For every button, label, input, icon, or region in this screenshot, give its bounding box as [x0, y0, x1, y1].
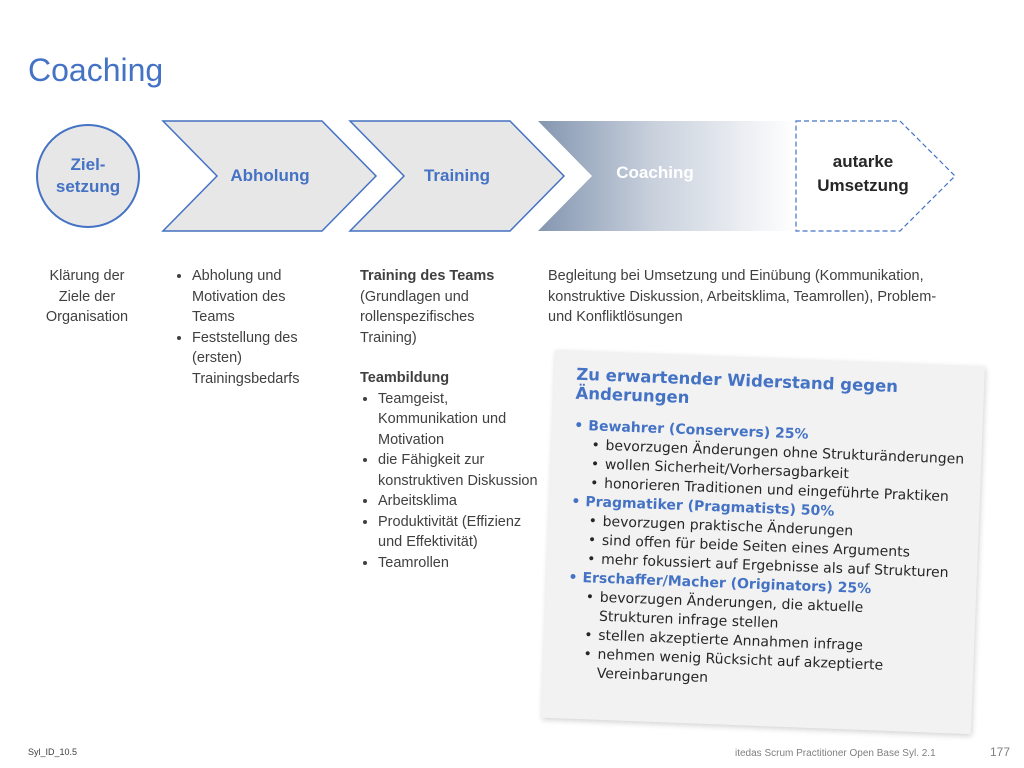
- col1-line2: Ziele der: [58, 288, 116, 305]
- slide-title: Coaching: [28, 52, 164, 88]
- col-abholung-text: Abholung und Motivation des Teams Festst…: [174, 266, 324, 389]
- process-chevrons: [161, 120, 956, 232]
- chevron-autarke-umsetzung: [795, 120, 956, 232]
- step4-line2: Umsetzung: [817, 176, 909, 195]
- footer-syllabus-id: Syl_ID_10.5: [28, 747, 78, 757]
- footer-source: itedas Scrum Practitioner Open Base Syl.…: [735, 748, 936, 759]
- col1-line3: Organisation: [45, 309, 129, 325]
- list-item: Produktivität (Effizienz und Effektivitä…: [378, 512, 538, 553]
- list-item: Abholung und Motivation des Teams: [192, 266, 324, 328]
- step-label-autarke-umsetzung: autarke Umsetzung: [800, 150, 926, 198]
- col3-heading-training: Training des Teams: [360, 268, 495, 284]
- list-item: Teamrollen: [378, 553, 538, 574]
- step-label-coaching: Coaching: [616, 163, 694, 182]
- process-step-zielsetzung: Ziel- setzung: [36, 124, 140, 228]
- chevron-training: [348, 120, 566, 232]
- chevron-coaching: [538, 121, 796, 231]
- list-item: Teamgeist, Kommunikation und Motivation: [378, 389, 538, 451]
- chevron-abholung: [161, 120, 378, 232]
- col-coaching-text: Begleitung bei Umsetzung und Einübung (K…: [548, 268, 937, 325]
- step4-line1: autarke: [832, 152, 894, 171]
- resistance-heading: Zu erwartender Widerstand gegen Änderung…: [575, 364, 899, 408]
- col3-heading-teambildung: Teambildung: [360, 370, 450, 386]
- col3-list: Teamgeist, Kommunikation und Motivation …: [360, 389, 538, 574]
- step-label-training: Training: [423, 166, 491, 185]
- col3-training-description: (Grundlagen und rollenspezifisches Train…: [360, 288, 475, 346]
- circle-label-line1: Ziel-: [70, 155, 106, 174]
- list-item: Arbeitsklima: [378, 491, 538, 512]
- col2-list: Abholung und Motivation des Teams Festst…: [174, 266, 324, 389]
- list-item: Feststellung des (ersten) Trainingsbedar…: [192, 328, 324, 390]
- list-item: die Fähigkeit zur konstruktiven Diskussi…: [378, 450, 538, 491]
- col1-line1: Klärung der: [49, 268, 125, 284]
- circle-label-line2: setzung: [55, 177, 121, 196]
- col-zielsetzung-text: Klärung der Ziele der Organisation: [28, 266, 146, 328]
- resistance-box: Zu erwartender Widerstand gegen Änderung…: [541, 349, 985, 735]
- col-training-text: Training des Teams (Grundlagen und rolle…: [360, 266, 545, 573]
- page-number: 177: [990, 745, 1011, 759]
- step-label-abholung: Abholung: [230, 166, 310, 185]
